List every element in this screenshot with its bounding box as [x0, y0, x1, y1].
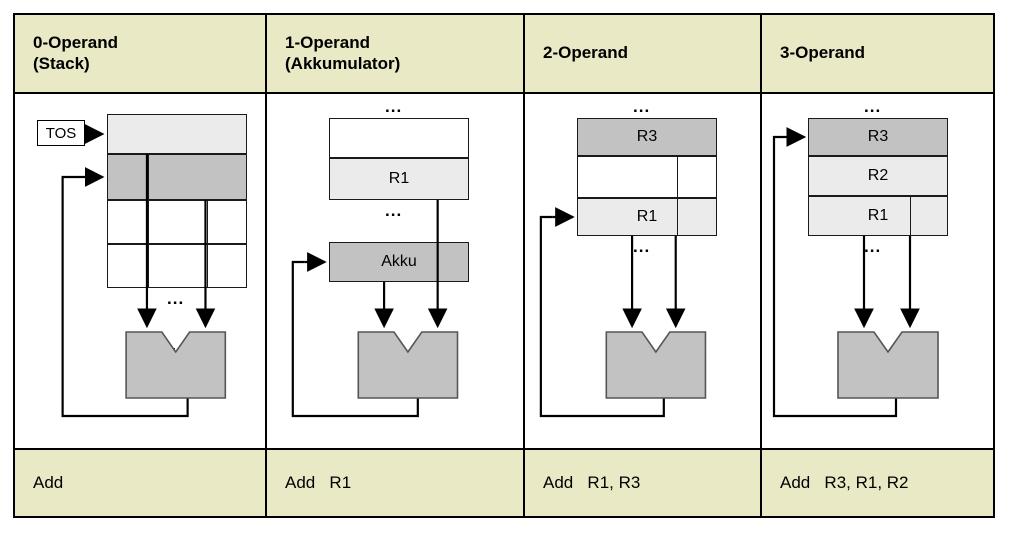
instruction-text: Add R3, R1, R2	[780, 473, 909, 492]
register-label: R1	[867, 207, 889, 224]
register-row-r1: R1	[808, 196, 948, 236]
stack-row-top	[107, 114, 247, 154]
wire-overlay-two-operand	[539, 207, 707, 418]
register-grid-divider	[910, 196, 911, 236]
header-line2: (Akkumulator)	[285, 53, 401, 73]
header-cell-three-operand: 3-Operand	[762, 15, 993, 92]
instruction-text: Add R1	[285, 473, 352, 492]
body-row: TOS ... ALU	[15, 94, 993, 450]
register-row-r1: R1	[329, 158, 469, 200]
alu-shape	[605, 331, 707, 399]
header-cell-zero-operand: 0-Operand (Stack)	[15, 15, 267, 92]
wire-overlay-zero-operand	[61, 124, 227, 418]
alu-feedback-path	[772, 135, 898, 418]
register-label: R1	[388, 170, 410, 187]
instruction-cell-two-operand: Add R1, R3	[525, 450, 762, 516]
instruction-cell-zero-operand: Add	[15, 450, 267, 516]
register-label: R3	[867, 128, 889, 145]
instruction-text: Add R1, R3	[543, 473, 641, 492]
tos-label: TOS	[45, 124, 77, 142]
register-file-bottom-ellipsis: ...	[633, 237, 651, 256]
register-row-empty	[577, 156, 717, 198]
wire-overlay-one-operand	[291, 200, 459, 418]
diagram-cell-two-operand: ... R3 R1 ... ALU	[525, 94, 762, 450]
alu-feedback-path	[61, 175, 189, 418]
register-row-r2: R2	[808, 156, 948, 196]
header-line2: (Stack)	[33, 53, 90, 73]
diagram-cell-one-operand: ... R1 ... Akku ALU	[267, 94, 525, 450]
wire-overlay-three-operand	[772, 127, 939, 418]
diagram-cell-zero-operand: TOS ... ALU	[15, 94, 267, 450]
stack-grid-divider-left	[148, 154, 149, 288]
header-line1: 3-Operand	[780, 43, 866, 63]
register-row-r3: R3	[808, 118, 948, 156]
instruction-cell-three-operand: Add R3, R1, R2	[762, 450, 993, 516]
footer-row: Add Add R1 Add R1, R3 Add R3, R1, R2	[15, 448, 993, 516]
register-row-empty	[329, 118, 469, 158]
register-row-r3: R3	[577, 118, 717, 156]
diagram-cell-three-operand: ... R3 R2 R1 ... ALU	[762, 94, 993, 450]
stack-row-second	[107, 154, 247, 200]
accumulator-box: Akku	[329, 242, 469, 282]
register-file-top-ellipsis: ...	[633, 97, 651, 116]
alu-shape	[125, 331, 227, 399]
instruction-cell-one-operand: Add R1	[267, 450, 525, 516]
tos-pointer-box: TOS	[37, 120, 85, 146]
stack-row-fourth	[107, 244, 247, 288]
register-file-top-ellipsis: ...	[385, 97, 403, 116]
header-line1: 1-Operand	[285, 32, 371, 52]
register-label: R3	[636, 128, 658, 145]
header-cell-two-operand: 2-Operand	[525, 15, 762, 92]
register-file-bottom-ellipsis: ...	[864, 237, 882, 256]
accumulator-label: Akku	[381, 253, 417, 270]
alu-shape	[837, 331, 939, 399]
instruction-text: Add	[33, 473, 64, 492]
stack-ellipsis: ...	[167, 289, 185, 308]
stack-grid-divider-right	[207, 200, 208, 288]
register-label: R2	[867, 167, 889, 184]
alu-shape	[357, 331, 459, 399]
register-grid-divider	[677, 156, 678, 236]
header-line1: 0-Operand	[33, 32, 119, 52]
register-label: R1	[636, 208, 658, 225]
header-line1: 2-Operand	[543, 43, 629, 63]
header-row: 0-Operand (Stack) 1-Operand (Akkumulator…	[15, 15, 993, 94]
diagram-table: 0-Operand (Stack) 1-Operand (Akkumulator…	[13, 13, 995, 518]
register-file-bottom-ellipsis: ...	[385, 201, 403, 220]
register-row-r1: R1	[577, 198, 717, 236]
alu-feedback-path	[539, 215, 665, 418]
register-file-top-ellipsis: ...	[864, 97, 882, 116]
alu-feedback-path	[291, 260, 419, 418]
header-cell-one-operand: 1-Operand (Akkumulator)	[267, 15, 525, 92]
stack-row-third	[107, 200, 247, 244]
